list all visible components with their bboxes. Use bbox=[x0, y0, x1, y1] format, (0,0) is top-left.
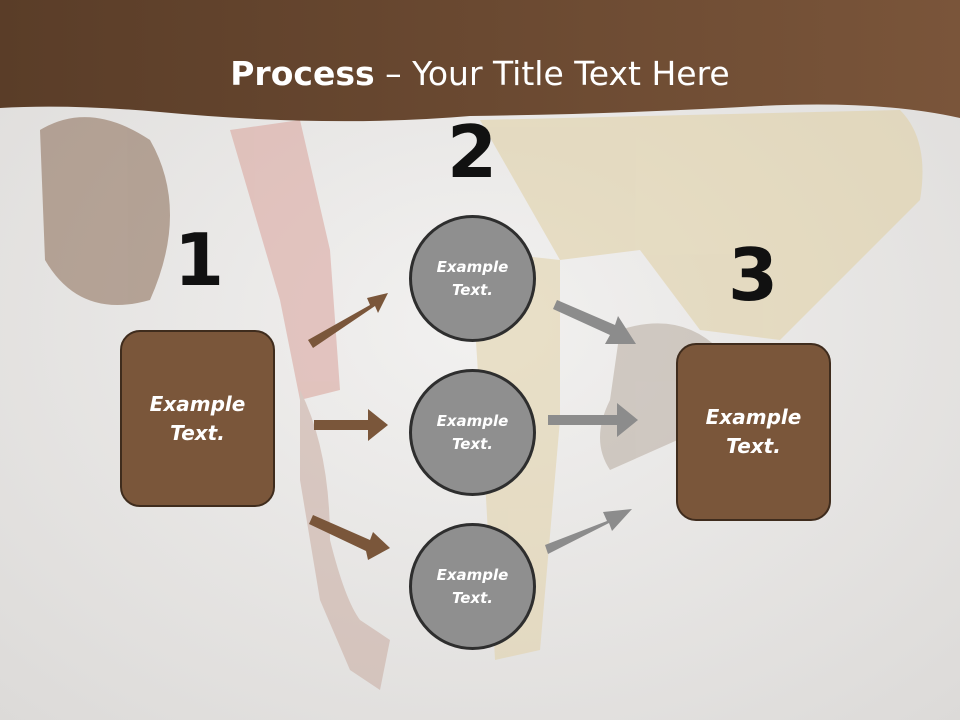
arrow-to-middle-circle bbox=[314, 409, 388, 441]
circle-middle-text: Example Text. bbox=[437, 410, 509, 456]
gray-arrows bbox=[545, 300, 638, 554]
left-box-line2: Text. bbox=[170, 420, 225, 445]
title-rest: – Your Title Text Here bbox=[374, 54, 730, 93]
right-box-line2: Text. bbox=[726, 434, 781, 458]
left-box-text: Example Text. bbox=[150, 390, 246, 448]
circle-middle-line1: Example bbox=[436, 411, 509, 430]
circle-top-line2: Text. bbox=[451, 280, 493, 299]
arrow-to-bottom-circle bbox=[309, 515, 390, 560]
circle-bottom[interactable]: Example Text. bbox=[409, 523, 536, 650]
circle-bottom-line1: Example bbox=[436, 565, 509, 584]
right-box[interactable]: Example Text. bbox=[676, 343, 831, 521]
circle-bottom-line2: Text. bbox=[451, 588, 493, 607]
step-number-3: 3 bbox=[727, 233, 779, 317]
right-box-text: Example Text. bbox=[706, 403, 802, 461]
circle-top-text: Example Text. bbox=[437, 256, 509, 302]
circle-middle-line2: Text. bbox=[451, 434, 493, 453]
left-box-line1: Example bbox=[149, 391, 246, 416]
arrow-from-middle-circle bbox=[548, 403, 638, 437]
slide-title: Process – Your Title Text Here bbox=[0, 52, 960, 96]
title-bold: Process bbox=[230, 54, 375, 93]
brown-arrows bbox=[308, 293, 390, 560]
right-box-line1: Example bbox=[705, 405, 802, 429]
circle-middle[interactable]: Example Text. bbox=[409, 369, 536, 496]
left-box[interactable]: Example Text. bbox=[120, 330, 275, 507]
circle-top-line1: Example bbox=[436, 257, 509, 276]
circle-bottom-text: Example Text. bbox=[437, 564, 509, 610]
arrow-from-top-circle bbox=[553, 300, 636, 344]
circle-top[interactable]: Example Text. bbox=[409, 215, 536, 342]
step-number-1: 1 bbox=[173, 218, 225, 302]
arrow-from-bottom-circle bbox=[545, 509, 632, 554]
step-number-2: 2 bbox=[446, 110, 498, 194]
arrow-to-top-circle bbox=[308, 293, 388, 348]
